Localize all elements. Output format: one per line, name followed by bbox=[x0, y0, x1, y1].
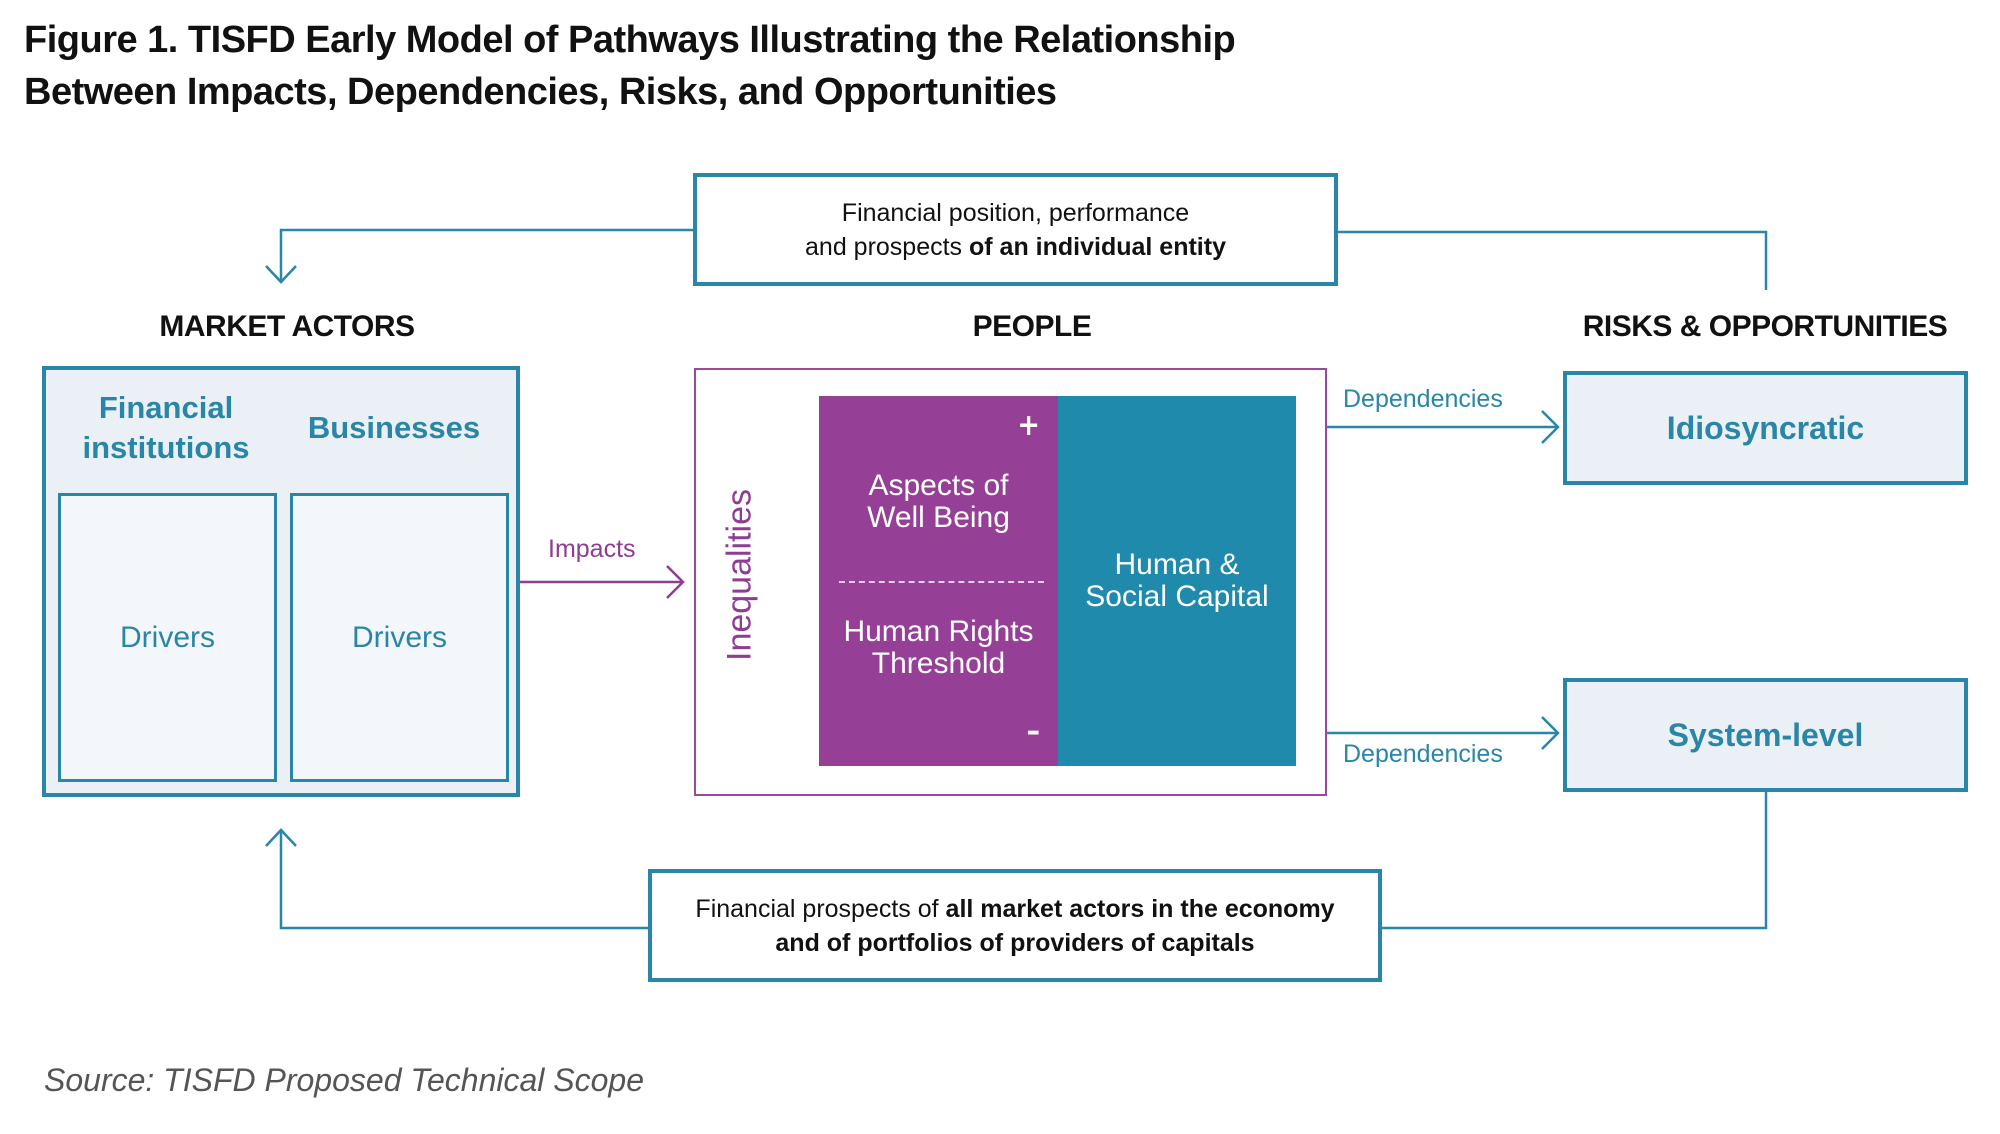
risks-opportunities-header: RISKS & OPPORTUNITIES bbox=[1582, 310, 1948, 343]
inequalities-label: Inequalities bbox=[721, 489, 760, 661]
all-market-actors-line2-bold: and of portfolios of providers of capita… bbox=[775, 928, 1255, 957]
rights-line2: Threshold bbox=[871, 647, 1006, 680]
bottom-left-connector bbox=[279, 830, 648, 930]
drivers-label-businesses: Drivers bbox=[352, 620, 447, 654]
dependencies-bottom-arrowhead bbox=[1541, 716, 1560, 750]
minus-sign: – bbox=[1026, 714, 1041, 749]
figure-title-line1: Figure 1. TISFD Early Model of Pathways … bbox=[24, 19, 1236, 61]
market-actors-header: MARKET ACTORS bbox=[159, 310, 415, 343]
human-rights-threshold-label: Human Rights Threshold bbox=[819, 616, 1058, 680]
capital-line2: Social Capital bbox=[1085, 580, 1269, 613]
financial-institutions-line1: Financial bbox=[98, 390, 234, 425]
financial-institutions-line2: institutions bbox=[82, 430, 250, 465]
impacts-arrowhead bbox=[666, 565, 685, 599]
top-right-connector bbox=[1338, 230, 1768, 290]
top-left-connector bbox=[279, 228, 693, 281]
idiosyncratic-label: Idiosyncratic bbox=[1666, 409, 1865, 446]
wellbeing-line2: Well Being bbox=[867, 501, 1010, 534]
dependencies-top-arrowhead bbox=[1541, 410, 1560, 444]
people-header: PEOPLE bbox=[972, 310, 1092, 343]
arrowhead-up-market bbox=[265, 828, 297, 847]
individual-entity-box: Financial position, performance and pros… bbox=[693, 173, 1338, 286]
drivers-box-businesses: Drivers bbox=[290, 493, 509, 782]
businesses-label: Businesses bbox=[307, 410, 481, 445]
financial-institutions-label: Financial institutions bbox=[58, 388, 274, 468]
all-market-actors-line1-plain: Financial prospects of bbox=[695, 894, 946, 923]
aspects-of-wellbeing-label: Aspects of Well Being bbox=[819, 470, 1058, 534]
bottom-right-connector bbox=[1382, 792, 1768, 930]
threshold-dashed-line bbox=[839, 581, 1044, 583]
human-social-capital-label: Human & Social Capital bbox=[1085, 549, 1268, 613]
market-actors-box: Financial institutions Businesses Driver… bbox=[42, 366, 520, 797]
dependencies-bottom-label: Dependencies bbox=[1343, 740, 1503, 768]
system-level-label: System-level bbox=[1667, 716, 1864, 753]
individual-entity-line1: Financial position, performance bbox=[841, 198, 1190, 227]
inequalities-text: Inequalities bbox=[720, 488, 759, 662]
idiosyncratic-box: Idiosyncratic bbox=[1563, 371, 1968, 485]
system-level-box: System-level bbox=[1563, 678, 1968, 792]
arrowhead-down-market bbox=[265, 265, 297, 284]
all-market-actors-box: Financial prospects of all market actors… bbox=[648, 869, 1382, 982]
human-social-capital-panel: Human & Social Capital bbox=[1058, 396, 1296, 766]
individual-entity-line2-bold: of an individual entity bbox=[969, 232, 1226, 261]
wellbeing-line1: Aspects of bbox=[868, 469, 1009, 502]
drivers-label-financial: Drivers bbox=[120, 620, 215, 654]
figure-title: Figure 1. TISFD Early Model of Pathways … bbox=[24, 14, 1236, 118]
dependencies-top-label: Dependencies bbox=[1343, 385, 1503, 413]
source-caption: Source: TISFD Proposed Technical Scope bbox=[44, 1062, 645, 1098]
figure-title-line2: Between Impacts, Dependencies, Risks, an… bbox=[24, 71, 1057, 113]
capital-line1: Human & bbox=[1114, 548, 1240, 581]
plus-sign: + bbox=[1017, 408, 1040, 443]
wellbeing-panel: + Aspects of Well Being Human Rights Thr… bbox=[819, 396, 1058, 766]
all-market-actors-line1-bold: all market actors in the economy bbox=[945, 894, 1335, 923]
impacts-label: Impacts bbox=[548, 535, 636, 563]
drivers-box-financial: Drivers bbox=[58, 493, 277, 782]
rights-line1: Human Rights bbox=[843, 615, 1034, 648]
individual-entity-line2-plain: and prospects bbox=[805, 232, 970, 261]
